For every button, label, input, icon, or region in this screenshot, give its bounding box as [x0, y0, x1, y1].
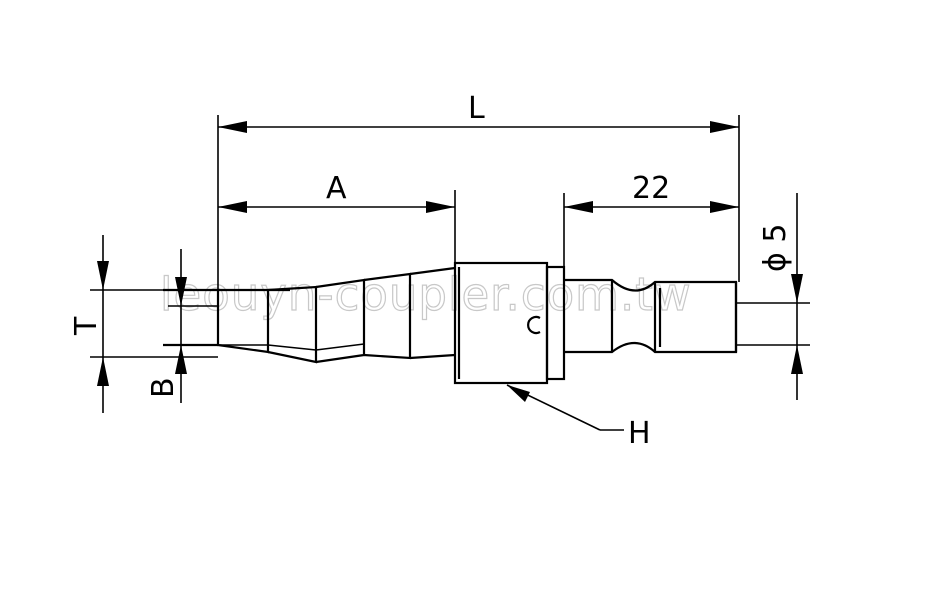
leader-H: H — [506, 384, 651, 451]
plug-nose — [564, 278, 738, 354]
dimension-L-label: L — [468, 91, 485, 126]
dimension-B: B — [146, 249, 218, 403]
dimension-phi5-label: ϕ 5 — [758, 224, 793, 272]
hex-body — [453, 261, 566, 385]
watermark: leouyn-coupler.com.tw — [160, 268, 692, 321]
dimension-phi5: ϕ 5 — [736, 193, 810, 400]
dimension-T-label: T — [69, 316, 104, 336]
dimension-B-label: B — [146, 377, 181, 398]
leader-H-label: H — [628, 416, 651, 451]
dimension-22-label: 22 — [632, 171, 670, 206]
hose-barb — [216, 266, 456, 364]
dimension-22: 22 — [563, 171, 739, 267]
dimension-T: T — [69, 235, 218, 413]
pin-hole-icon — [527, 315, 541, 335]
dimension-L: L — [217, 91, 740, 290]
dimension-A: A — [218, 171, 456, 263]
dimension-A-label: A — [326, 171, 347, 206]
